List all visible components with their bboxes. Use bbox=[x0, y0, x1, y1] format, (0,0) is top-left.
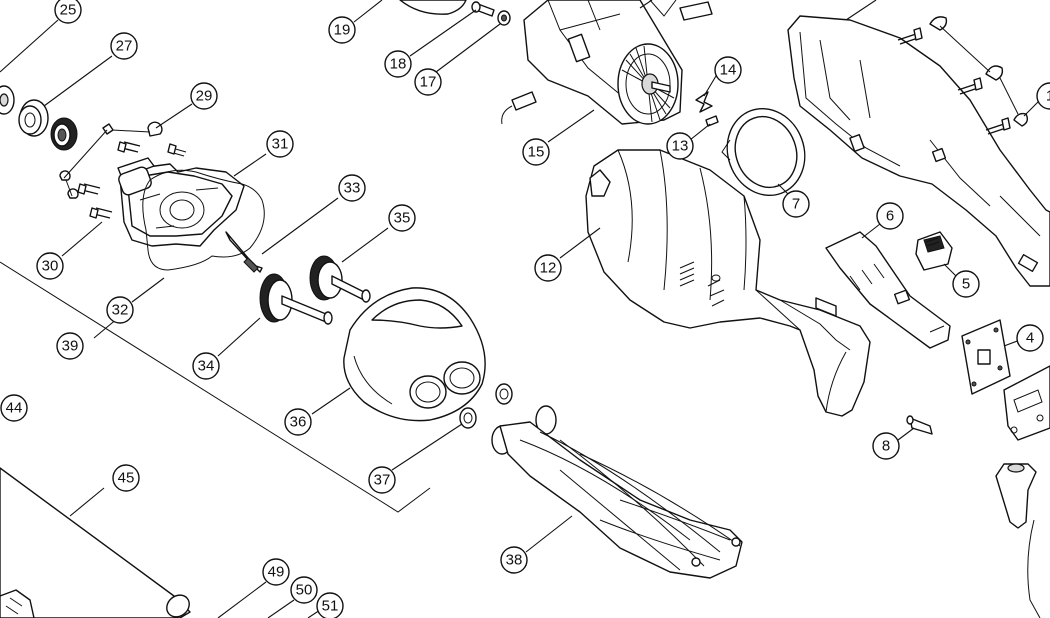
callout-13-text: 13 bbox=[672, 138, 689, 155]
part-34-gear bbox=[260, 274, 332, 324]
part-15-motor bbox=[524, 0, 682, 124]
callout-44-text: 44 bbox=[6, 400, 23, 417]
callout-39-text: 39 bbox=[62, 338, 79, 355]
part-37-washers bbox=[460, 384, 512, 428]
callout-18-text: 18 bbox=[390, 56, 407, 73]
callout-33: 33 bbox=[338, 174, 366, 202]
part-27-washer bbox=[19, 100, 48, 136]
part-5-switch bbox=[916, 232, 952, 270]
callout-5: 5 bbox=[952, 270, 980, 298]
part-4-circuit-board bbox=[962, 320, 1010, 394]
part-36-gear-cover bbox=[344, 288, 485, 421]
callout-39: 39 bbox=[56, 332, 84, 360]
part-28-bearing bbox=[51, 118, 77, 150]
callout-7-text: 7 bbox=[792, 196, 800, 213]
callout-34: 34 bbox=[192, 352, 220, 380]
callout-12: 12 bbox=[534, 254, 562, 282]
callout-31-text: 31 bbox=[272, 136, 289, 153]
part-32-gasket bbox=[143, 170, 264, 270]
part-8-connector bbox=[907, 416, 932, 434]
callout-31: 31 bbox=[266, 130, 294, 158]
callout-29: 29 bbox=[190, 82, 218, 110]
callout-14-text: 14 bbox=[720, 62, 737, 79]
callout-34-text: 34 bbox=[198, 358, 215, 375]
callout-45: 45 bbox=[112, 464, 140, 492]
callout-1-text: 1 bbox=[1046, 88, 1050, 105]
callout-49: 49 bbox=[262, 558, 290, 586]
callout-4: 4 bbox=[1016, 324, 1044, 352]
callout-37: 37 bbox=[368, 466, 396, 494]
callout-13: 13 bbox=[666, 132, 694, 160]
callout-33-text: 33 bbox=[344, 180, 361, 197]
callout-27: 27 bbox=[110, 32, 138, 60]
part-39-line bbox=[0, 262, 430, 512]
callout-32-text: 32 bbox=[112, 302, 129, 319]
callout-1: 1 bbox=[1036, 82, 1050, 110]
callout-19: 19 bbox=[328, 16, 356, 44]
part-2-handle-shell bbox=[788, 16, 1050, 286]
callout-7: 7 bbox=[782, 190, 810, 218]
part-top-terminal bbox=[680, 2, 712, 20]
part-29-clip-screws bbox=[60, 122, 186, 218]
callout-25-text: 25 bbox=[60, 2, 77, 19]
part-3-plate bbox=[1004, 366, 1050, 440]
callout-6: 6 bbox=[876, 202, 904, 230]
callout-19-text: 19 bbox=[334, 22, 351, 39]
part-knob bbox=[996, 464, 1040, 618]
callout-15: 15 bbox=[522, 138, 550, 166]
callout-44: 44 bbox=[0, 394, 28, 422]
callout-38-text: 38 bbox=[506, 552, 523, 569]
part-18-screw bbox=[472, 2, 494, 16]
callout-8: 8 bbox=[872, 432, 900, 460]
callout-50: 50 bbox=[290, 576, 318, 604]
callout-35-text: 35 bbox=[394, 210, 411, 227]
part-16-connector bbox=[502, 92, 536, 124]
callout-14: 14 bbox=[714, 56, 742, 84]
part-19-ring bbox=[400, 0, 466, 14]
callout-15-text: 15 bbox=[528, 144, 545, 161]
callout-36: 36 bbox=[284, 408, 312, 436]
callout-6-text: 6 bbox=[886, 208, 894, 225]
callout-18: 18 bbox=[384, 50, 412, 78]
callout-35: 35 bbox=[388, 204, 416, 232]
part-45-tube bbox=[0, 468, 194, 618]
part-shell-screws bbox=[898, 17, 1027, 134]
callout-45-text: 45 bbox=[118, 470, 135, 487]
callout-30: 30 bbox=[36, 252, 64, 280]
part-14-clip bbox=[696, 92, 712, 112]
part-38-whisk bbox=[492, 406, 742, 578]
part-25-bearing bbox=[0, 86, 14, 114]
callout-51: 51 bbox=[316, 592, 344, 618]
callout-8-text: 8 bbox=[882, 438, 890, 455]
callout-17: 17 bbox=[414, 68, 442, 96]
callout-25: 25 bbox=[54, 0, 82, 24]
part-7-ring bbox=[715, 98, 817, 207]
part-31-gear-housing bbox=[117, 158, 262, 272]
callout-36-text: 36 bbox=[290, 414, 307, 431]
callout-38: 38 bbox=[500, 546, 528, 574]
part-6-cover-plate bbox=[826, 232, 950, 348]
part-bottom-left-item bbox=[0, 590, 34, 618]
callout-50-text: 50 bbox=[296, 582, 313, 599]
callout-37-text: 37 bbox=[374, 472, 391, 489]
part-17-nut bbox=[498, 11, 510, 25]
part-35-gear bbox=[310, 256, 370, 302]
callout-4-text: 4 bbox=[1026, 330, 1034, 347]
part-12-handle-housing bbox=[586, 150, 870, 416]
callout-5-text: 5 bbox=[962, 276, 970, 293]
callout-49-text: 49 bbox=[268, 564, 285, 581]
callout-12-text: 12 bbox=[540, 260, 557, 277]
callout-51-text: 51 bbox=[322, 598, 339, 615]
callout-30-text: 30 bbox=[42, 258, 59, 275]
callout-32: 32 bbox=[106, 296, 134, 324]
callout-29-text: 29 bbox=[196, 88, 213, 105]
part-13-screw bbox=[706, 116, 718, 126]
callout-27-text: 27 bbox=[116, 38, 133, 55]
callout-17-text: 17 bbox=[420, 74, 437, 91]
